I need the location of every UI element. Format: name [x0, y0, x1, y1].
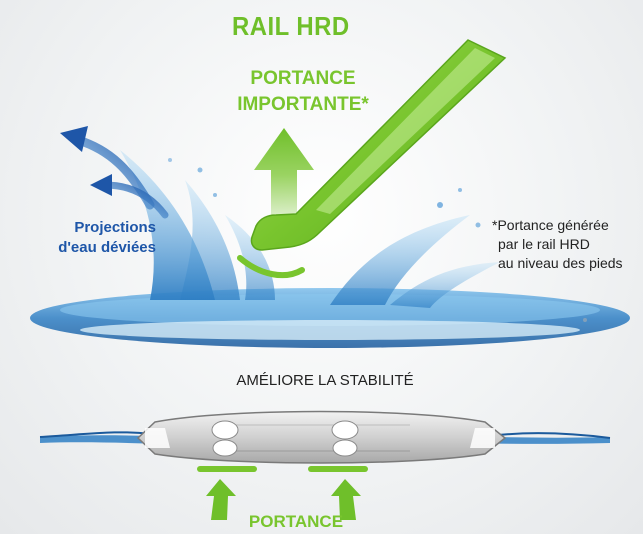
page-title: RAIL HRD [232, 11, 350, 41]
spray-arrow-icon [60, 126, 169, 219]
lift-callout: PORTANCE IMPORTANTE* [218, 66, 388, 118]
spray-label-line-1: Projections [74, 219, 156, 236]
spray-label: Projections d'eau déviées [36, 218, 156, 258]
footnote-line-2: par le rail HRD [498, 236, 590, 252]
bottom-lift-label: PORTANCE [248, 512, 344, 531]
footnote-line-3: au niveau des pieds [498, 255, 623, 271]
footpad-icon [211, 420, 359, 457]
footnote: *Portance générée par le rail HRD au niv… [492, 216, 623, 273]
up-arrow-icon [254, 128, 314, 232]
kiteboard-icon [136, 410, 507, 464]
lift-arc [237, 255, 305, 279]
left-up-arrow-icon [206, 479, 236, 520]
lift-callout-line-1: PORTANCE [250, 68, 356, 89]
water-surface-top [30, 288, 630, 348]
hrd-rail [250, 39, 507, 251]
lift-callout-line-2: IMPORTANTE* [237, 94, 369, 115]
stability-label: AMÉLIORE LA STABILITÉ [236, 372, 414, 389]
footnote-line-1: *Portance générée [492, 217, 609, 233]
right-up-arrow-icon [331, 479, 361, 520]
bottom-lift-indicators [197, 466, 368, 520]
spray-label-line-2: d'eau déviées [58, 239, 156, 256]
